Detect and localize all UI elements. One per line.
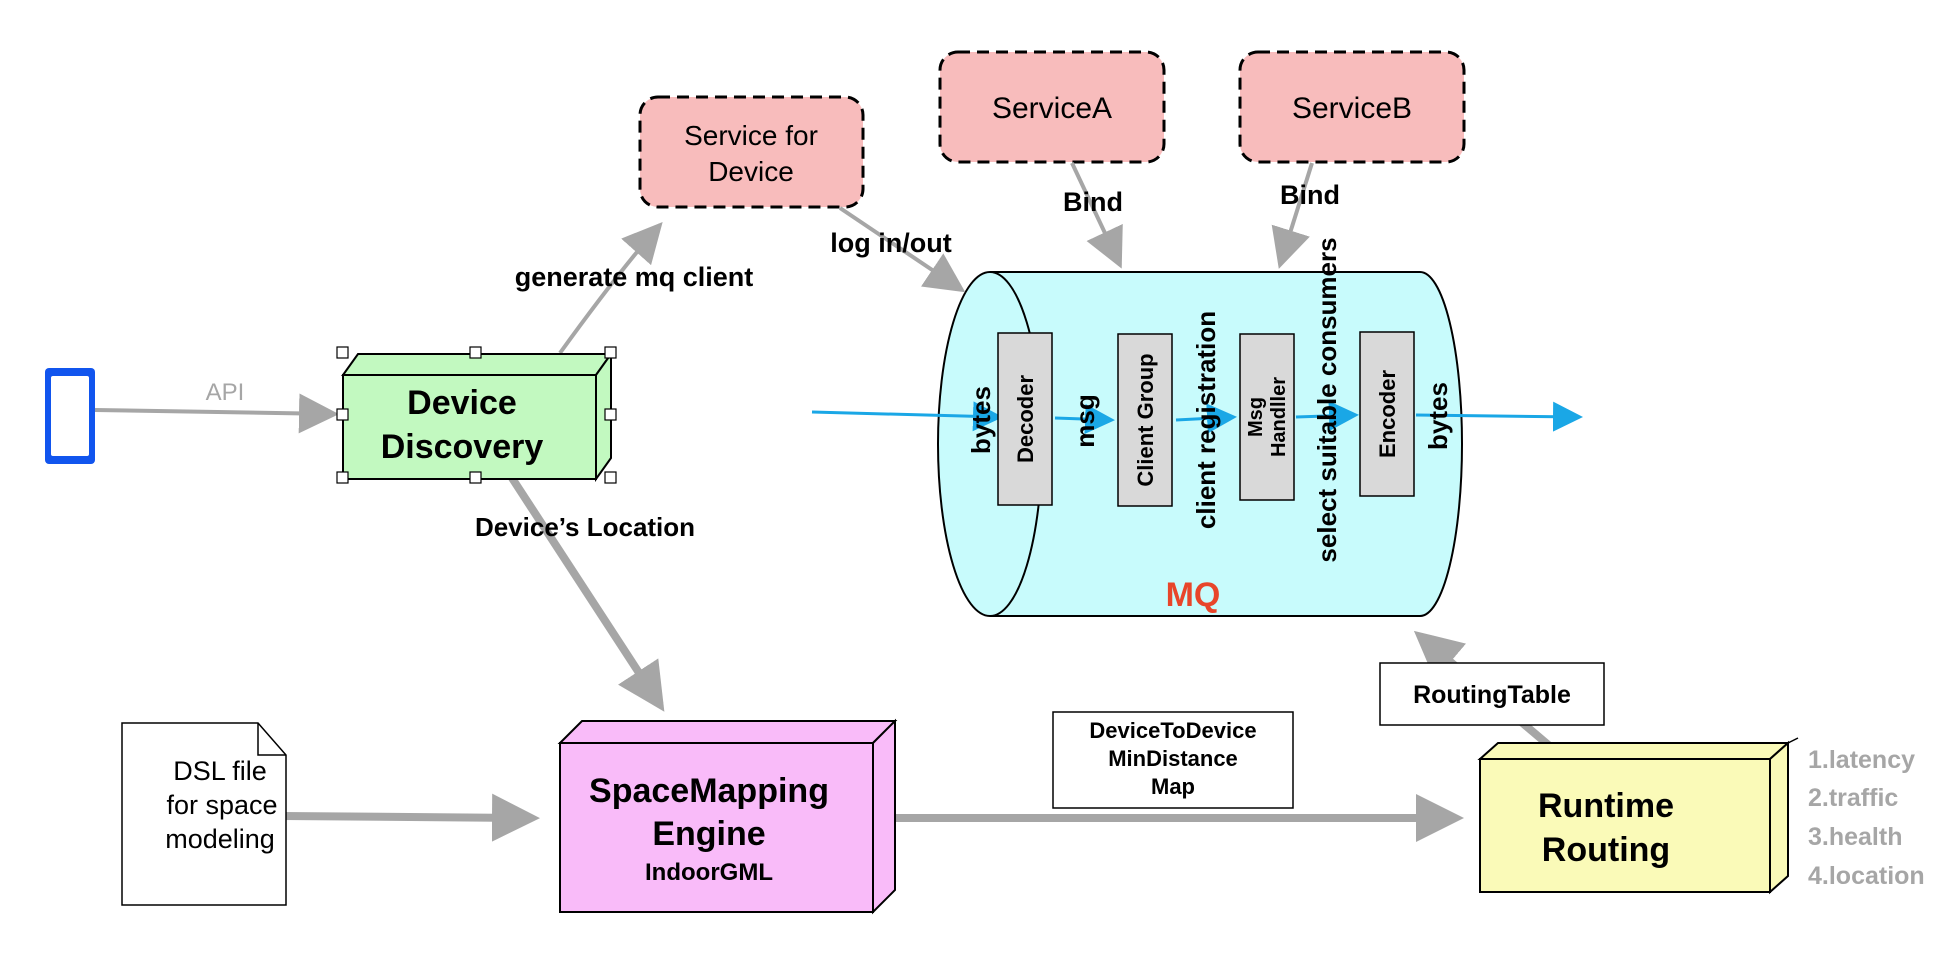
- device-discovery-node: Device Discovery: [336, 346, 617, 484]
- mq-label: MQ: [1166, 576, 1221, 614]
- routing-factors-list: 1.latency 2.traffic 3.health 4.location: [1808, 746, 1925, 890]
- client-group-label: Client Group: [1133, 353, 1158, 486]
- space-mapping-sub: IndoorGML: [645, 859, 773, 886]
- device-discovery-line2: Discovery: [381, 428, 544, 466]
- space-mapping-line1: SpaceMapping: [589, 772, 829, 810]
- service-for-device-box: Service for Device: [638, 95, 865, 209]
- dsl-file-line3: modeling: [165, 824, 275, 854]
- runtime-routing-line2: Routing: [1542, 831, 1670, 869]
- service-a-label: ServiceA: [992, 92, 1112, 125]
- device-discovery-line1: Device: [407, 384, 517, 422]
- routing-factor-item: 1.latency: [1808, 746, 1915, 774]
- d2d-line3: Map: [1151, 774, 1195, 799]
- dsl-file-line2: for space: [166, 790, 277, 820]
- routing-factor-item: 2.traffic: [1808, 784, 1898, 812]
- routing-factor-item: 3.health: [1808, 823, 1902, 851]
- service-b-box: ServiceB: [1238, 50, 1466, 164]
- msg-handler-label-2: Handller: [1268, 377, 1290, 457]
- bind-a-label: Bind: [1063, 187, 1123, 217]
- decoder-label: Decoder: [1013, 375, 1038, 463]
- msg-handler-label-1: Msg: [1245, 397, 1267, 437]
- selection-handles: [336, 346, 617, 484]
- msg-handler-box: Msg Handller: [1239, 333, 1295, 501]
- encoder-box: Encoder: [1359, 331, 1415, 497]
- space-mapping-engine-node: SpaceMapping Engine IndoorGML: [557, 718, 898, 915]
- api-label: API: [206, 379, 245, 406]
- routing-table-label: RoutingTable: [1413, 681, 1571, 709]
- generate-mq-client-label: generate mq client: [515, 262, 754, 292]
- client-group-box: Client Group: [1117, 333, 1173, 507]
- device-to-device-map-box: DeviceToDevice MinDistance Map: [1052, 711, 1294, 809]
- d2d-line1: DeviceToDevice: [1089, 718, 1256, 743]
- routing-table-box: RoutingTable: [1379, 662, 1605, 726]
- client-registration-label: client registration: [1191, 311, 1221, 529]
- service-b-label: ServiceB: [1292, 92, 1412, 125]
- space-mapping-line2: Engine: [652, 815, 765, 853]
- bind-b-label: Bind: [1280, 180, 1340, 210]
- d2d-line2: MinDistance: [1108, 746, 1238, 771]
- service-a-box: ServiceA: [938, 50, 1166, 164]
- service-for-device-line1: Service for: [684, 120, 818, 151]
- routing-factor-item: 4.location: [1808, 862, 1925, 890]
- mq-cylinder: MQ: [937, 271, 1463, 617]
- msg-label: msg: [1070, 394, 1100, 447]
- service-for-device-line2: Device: [708, 156, 794, 187]
- bytes-out-label: bytes: [1423, 382, 1453, 450]
- decoder-box: Decoder: [997, 332, 1053, 506]
- bytes-in-label: bytes: [966, 386, 996, 454]
- mobile-phone-icon: [45, 368, 95, 464]
- dsl-file-line1: DSL file: [173, 756, 267, 786]
- runtime-routing-line1: Runtime: [1538, 787, 1674, 825]
- dsl-file-node: DSL file for space modeling: [121, 722, 287, 906]
- encoder-label: Encoder: [1375, 370, 1400, 458]
- log-in-out-label: log in/out: [830, 228, 951, 258]
- select-consumers-label: select suitable consumers: [1312, 237, 1342, 562]
- device-location-label: Device’s Location: [475, 512, 695, 542]
- runtime-routing-node: Runtime Routing: [1477, 737, 1799, 895]
- message-flow: [811, 400, 1583, 435]
